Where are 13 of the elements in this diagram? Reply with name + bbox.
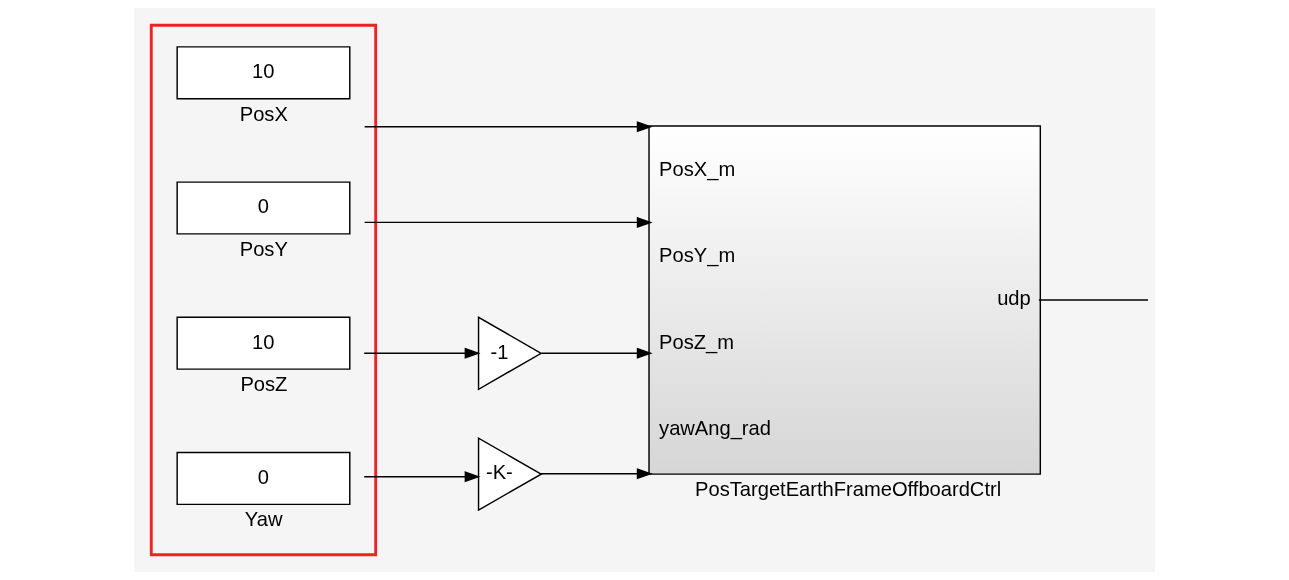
arrow [363, 121, 653, 133]
node-label: PosY [239, 237, 288, 260]
arrow [540, 347, 653, 359]
arrow [363, 216, 653, 228]
node-label: PosZ [240, 372, 288, 395]
node-label: PosTargetEarthFrameOffboardCtrl [695, 478, 1002, 501]
node-label: PosX [239, 102, 288, 125]
arrow [363, 347, 481, 359]
connector [1038, 299, 1149, 301]
node-label: Yaw [244, 508, 283, 531]
arrow [363, 471, 481, 483]
cluster [149, 23, 378, 557]
arrow [539, 468, 653, 480]
